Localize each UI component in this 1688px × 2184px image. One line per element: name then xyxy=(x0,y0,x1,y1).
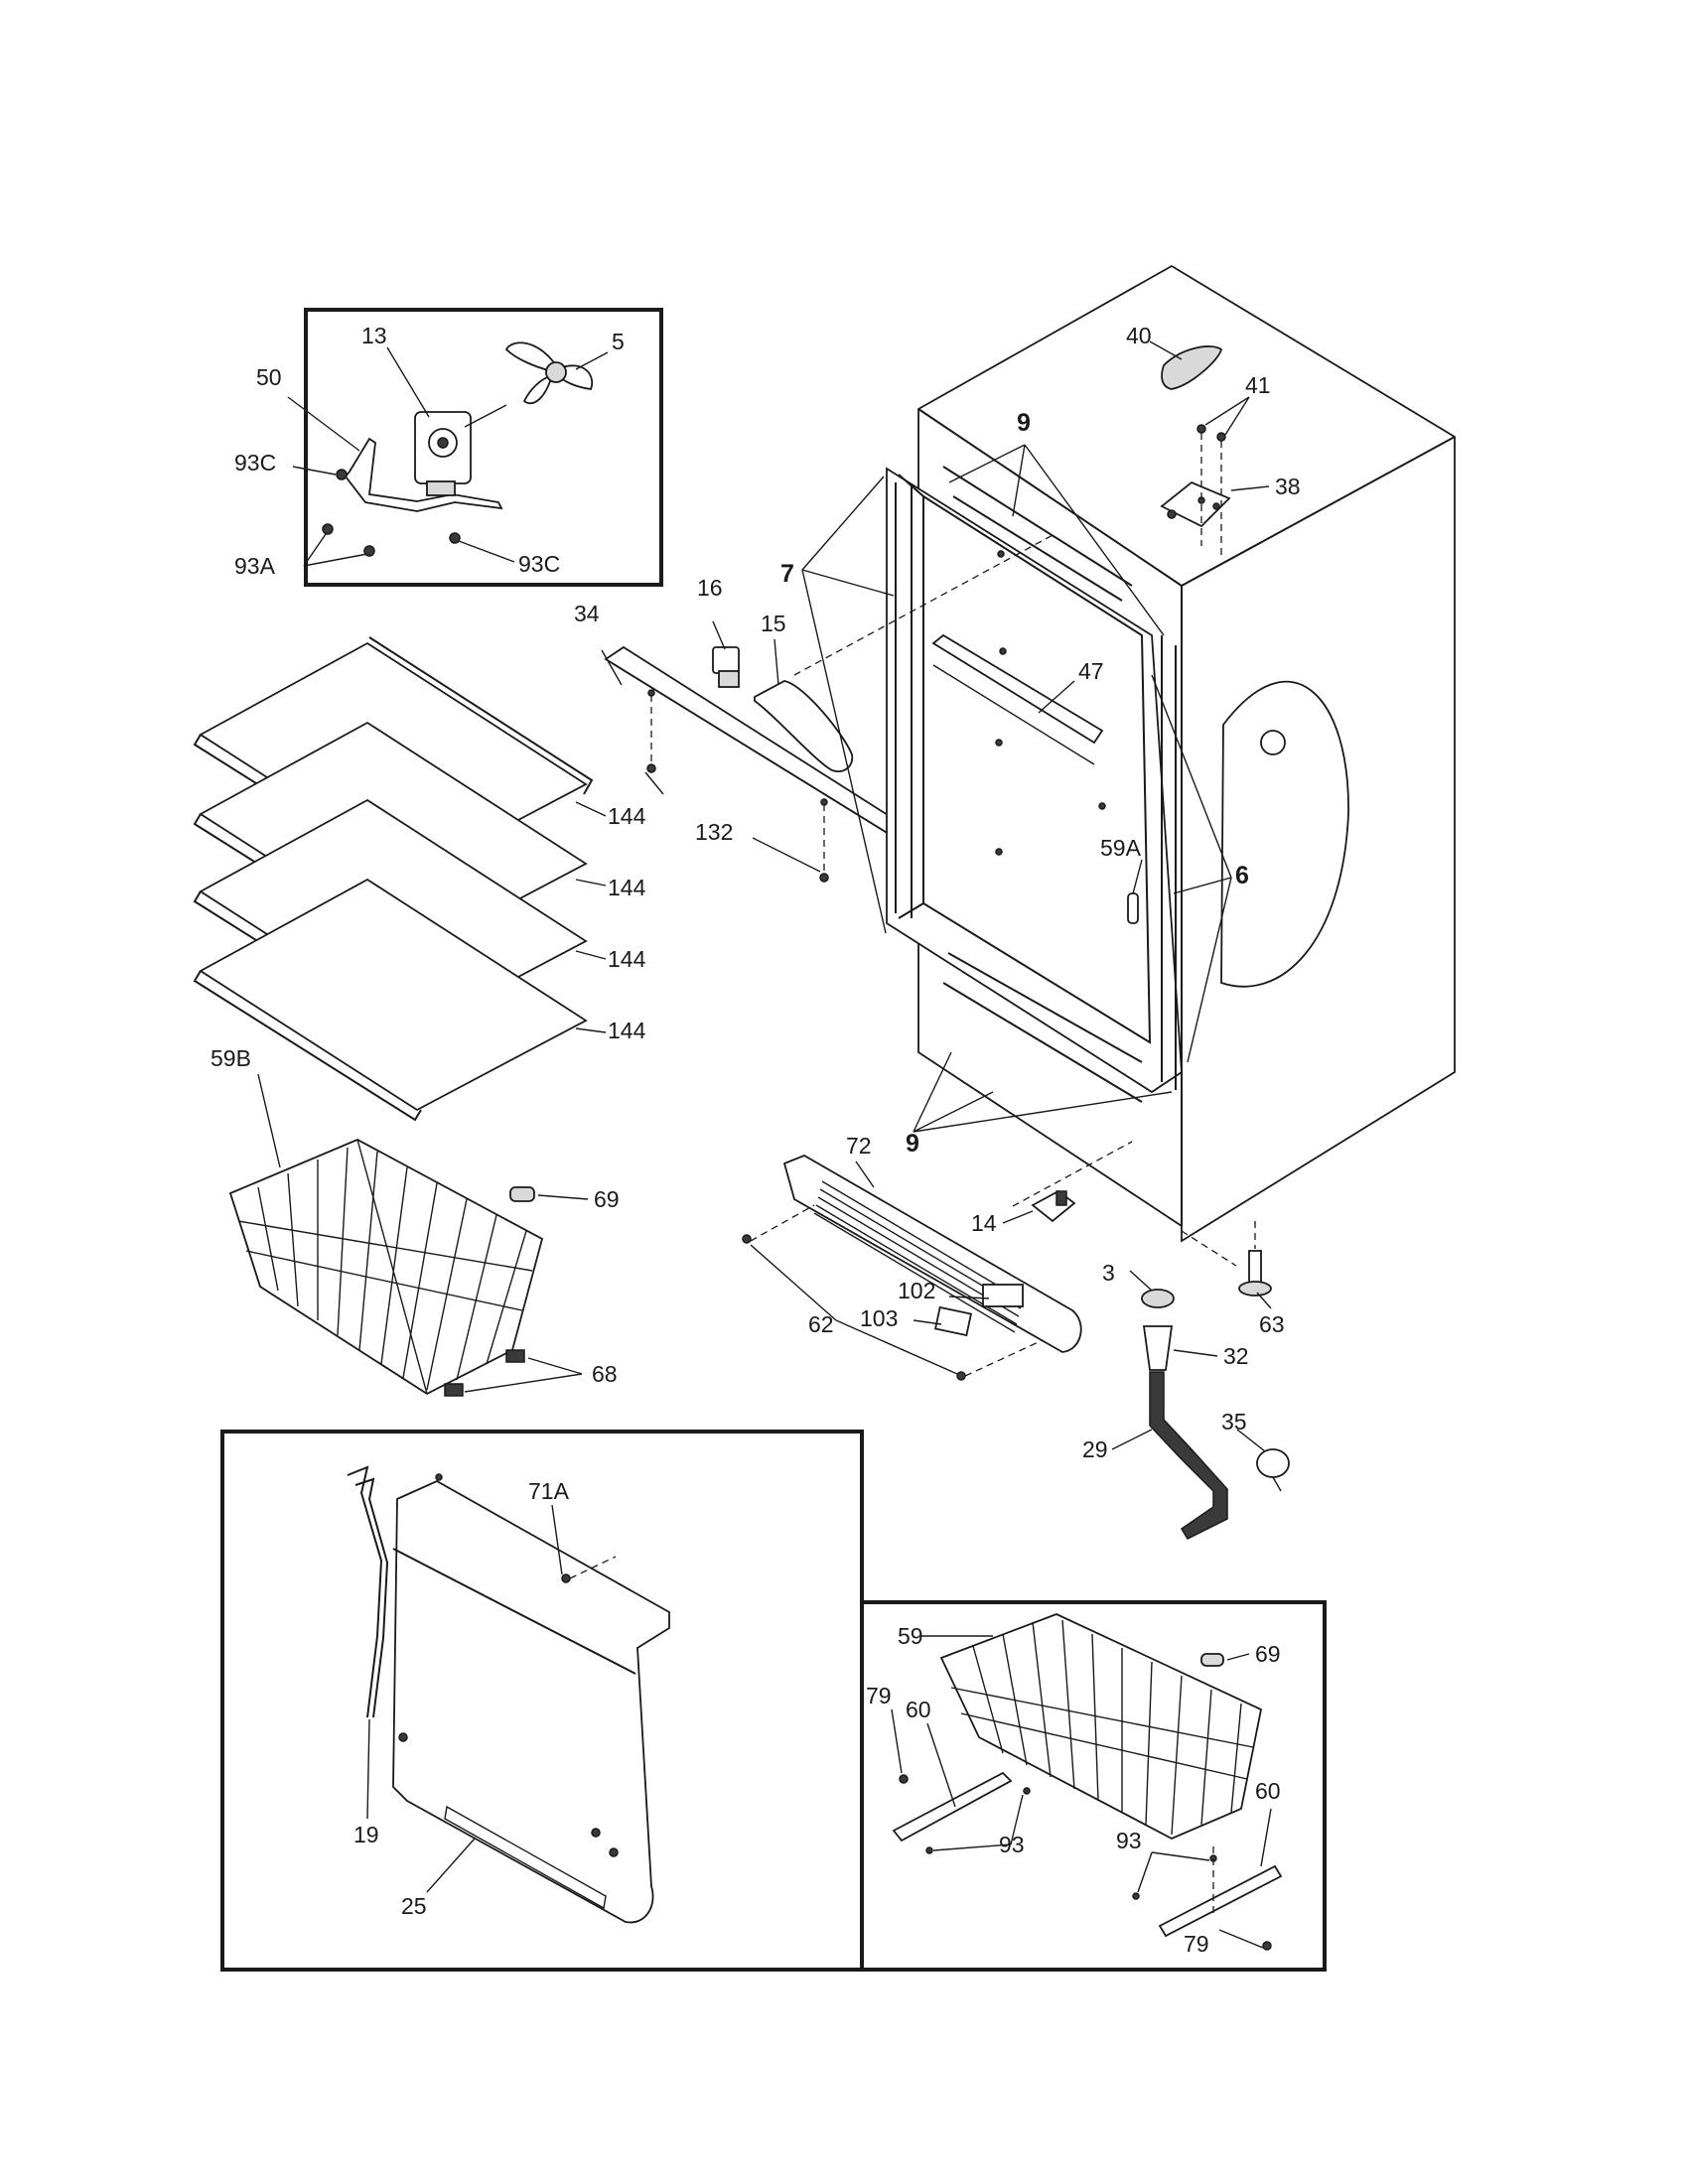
callout-103: 103 xyxy=(860,1305,898,1331)
callout-5: 5 xyxy=(612,329,625,354)
basket-59B xyxy=(228,1073,589,1397)
callout-19: 19 xyxy=(353,1822,379,1847)
callout-79: 79 xyxy=(1184,1931,1209,1957)
callout-25: 25 xyxy=(401,1893,427,1919)
basket-59-inset xyxy=(860,1600,1327,1972)
toe-grille xyxy=(742,1155,1082,1381)
callout-9: 9 xyxy=(906,1130,919,1158)
callout-93C: 93C xyxy=(518,551,560,577)
callout-79: 79 xyxy=(866,1683,892,1708)
callout-69: 69 xyxy=(594,1186,620,1212)
callout-72: 72 xyxy=(846,1133,872,1159)
callout-60: 60 xyxy=(906,1697,931,1722)
callout-7: 7 xyxy=(780,560,794,588)
callout-40: 40 xyxy=(1126,323,1152,348)
callout-34: 34 xyxy=(574,601,600,626)
fan-motor-inset xyxy=(287,308,663,587)
callout-59: 59 xyxy=(898,1623,923,1649)
callout-144: 144 xyxy=(608,1018,646,1043)
callout-132: 132 xyxy=(695,819,733,845)
callout-13: 13 xyxy=(361,323,387,348)
callout-69: 69 xyxy=(1255,1641,1281,1667)
callout-93: 93 xyxy=(999,1832,1025,1857)
callout-93C: 93C xyxy=(234,450,276,476)
callout-38: 38 xyxy=(1275,474,1301,499)
callout-93: 93 xyxy=(1116,1828,1142,1853)
callout-29: 29 xyxy=(1082,1436,1108,1462)
shelf-support-and-light xyxy=(601,620,901,883)
callout-63: 63 xyxy=(1259,1311,1285,1337)
callout-102: 102 xyxy=(898,1278,935,1303)
callout-62: 62 xyxy=(808,1311,834,1337)
door-liner-inset xyxy=(220,1430,864,1972)
callout-47: 47 xyxy=(1078,658,1104,684)
callout-3: 3 xyxy=(1102,1260,1115,1286)
callout-35: 35 xyxy=(1221,1409,1247,1434)
callout-16: 16 xyxy=(697,575,723,601)
callout-15: 15 xyxy=(761,611,786,636)
callout-68: 68 xyxy=(592,1361,618,1387)
callout-41: 41 xyxy=(1245,372,1271,398)
callout-6: 6 xyxy=(1235,862,1249,889)
callout-labels: 13 5 50 93C 93A 93C 9 40 41 38 7 34 16 1… xyxy=(211,323,1301,1957)
callout-59A: 59A xyxy=(1100,835,1142,861)
freezer-cabinet xyxy=(793,264,1456,1267)
callout-144: 144 xyxy=(608,875,646,900)
callout-144: 144 xyxy=(608,803,646,829)
callout-59B: 59B xyxy=(211,1045,251,1071)
callout-32: 32 xyxy=(1223,1343,1249,1369)
leveler-and-drain xyxy=(1111,1221,1290,1540)
callout-50: 50 xyxy=(256,364,282,390)
callout-60: 60 xyxy=(1255,1778,1281,1804)
callout-14: 14 xyxy=(971,1210,997,1236)
callout-144: 144 xyxy=(608,946,646,972)
callout-9: 9 xyxy=(1017,409,1031,437)
wire-shelves xyxy=(193,636,607,1122)
callout-93A: 93A xyxy=(234,553,276,579)
callout-71A: 71A xyxy=(528,1478,570,1504)
